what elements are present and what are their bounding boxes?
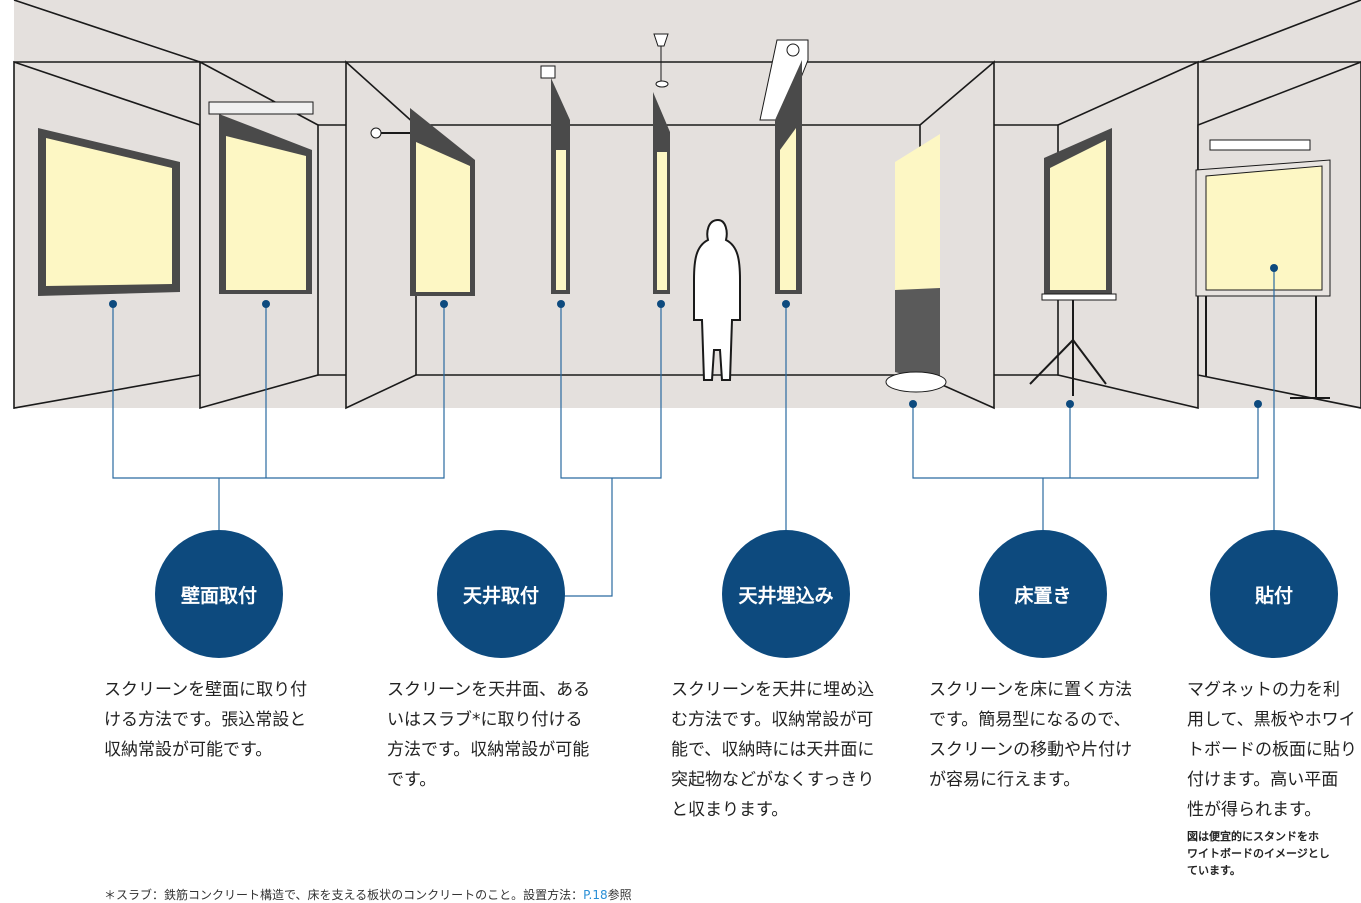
screen-wall-3: [370, 108, 475, 296]
screen-ceiling-2: [653, 33, 670, 294]
ceiling-embedded-label: 天井埋込み: [722, 530, 850, 658]
ceiling-mount-label: 天井取付: [437, 530, 565, 658]
wall-mount-label: 壁面取付: [155, 530, 283, 658]
ceiling-embedded-description: スクリーンを天井に埋め込 む方法です。収納常設が可 能で、収納時には天井面に 突…: [671, 680, 875, 820]
attach-description: マグネットの力を利 用して、黒板やホワイ トボードの板面に貼り 付けます。高い平…: [1187, 680, 1357, 820]
wall-mount-description: スクリーンを壁面に取り付 ける方法です。張込常設と 収納常設が可能です。: [104, 680, 308, 760]
screen-whiteboard: [1195, 139, 1331, 399]
ceiling-mount-description: スクリーンを天井面、ある いはスラブ*に取り付ける 方法です。収納常設が可能 で…: [387, 680, 591, 790]
screen-wall-2: [208, 101, 314, 294]
floor-stand-description: スクリーンを床に置く方法 です。簡易型になるので、 スクリーンの移動や片付け が…: [929, 680, 1133, 790]
footnote-text: ＊スラブ：鉄筋コンクリート構造で、床を支える板状のコンクリートのこと。設置方法：: [104, 888, 584, 902]
screen-tripod: [1029, 128, 1117, 396]
screen-wall-1: [38, 128, 180, 296]
attach-note: 図は便宜的にスタンドをホ ワイトボードのイメージとし ています。: [1187, 830, 1330, 877]
person-silhouette: [693, 218, 741, 381]
screen-embedded: [759, 39, 809, 294]
connector-dots: [109, 264, 1278, 408]
footnote-suffix: 参照: [607, 888, 632, 902]
connector-lines: [112, 268, 1275, 597]
footnote-page-link[interactable]: P.18: [583, 888, 608, 902]
footnote: ＊スラブ：鉄筋コンクリート構造で、床を支える板状のコンクリートのこと。設置方法：…: [104, 886, 632, 903]
floor-stand-label: 床置き: [979, 530, 1107, 658]
screen-ceiling-1: [540, 65, 570, 294]
attach-label: 貼付: [1210, 530, 1338, 658]
screen-floor: [885, 134, 947, 393]
